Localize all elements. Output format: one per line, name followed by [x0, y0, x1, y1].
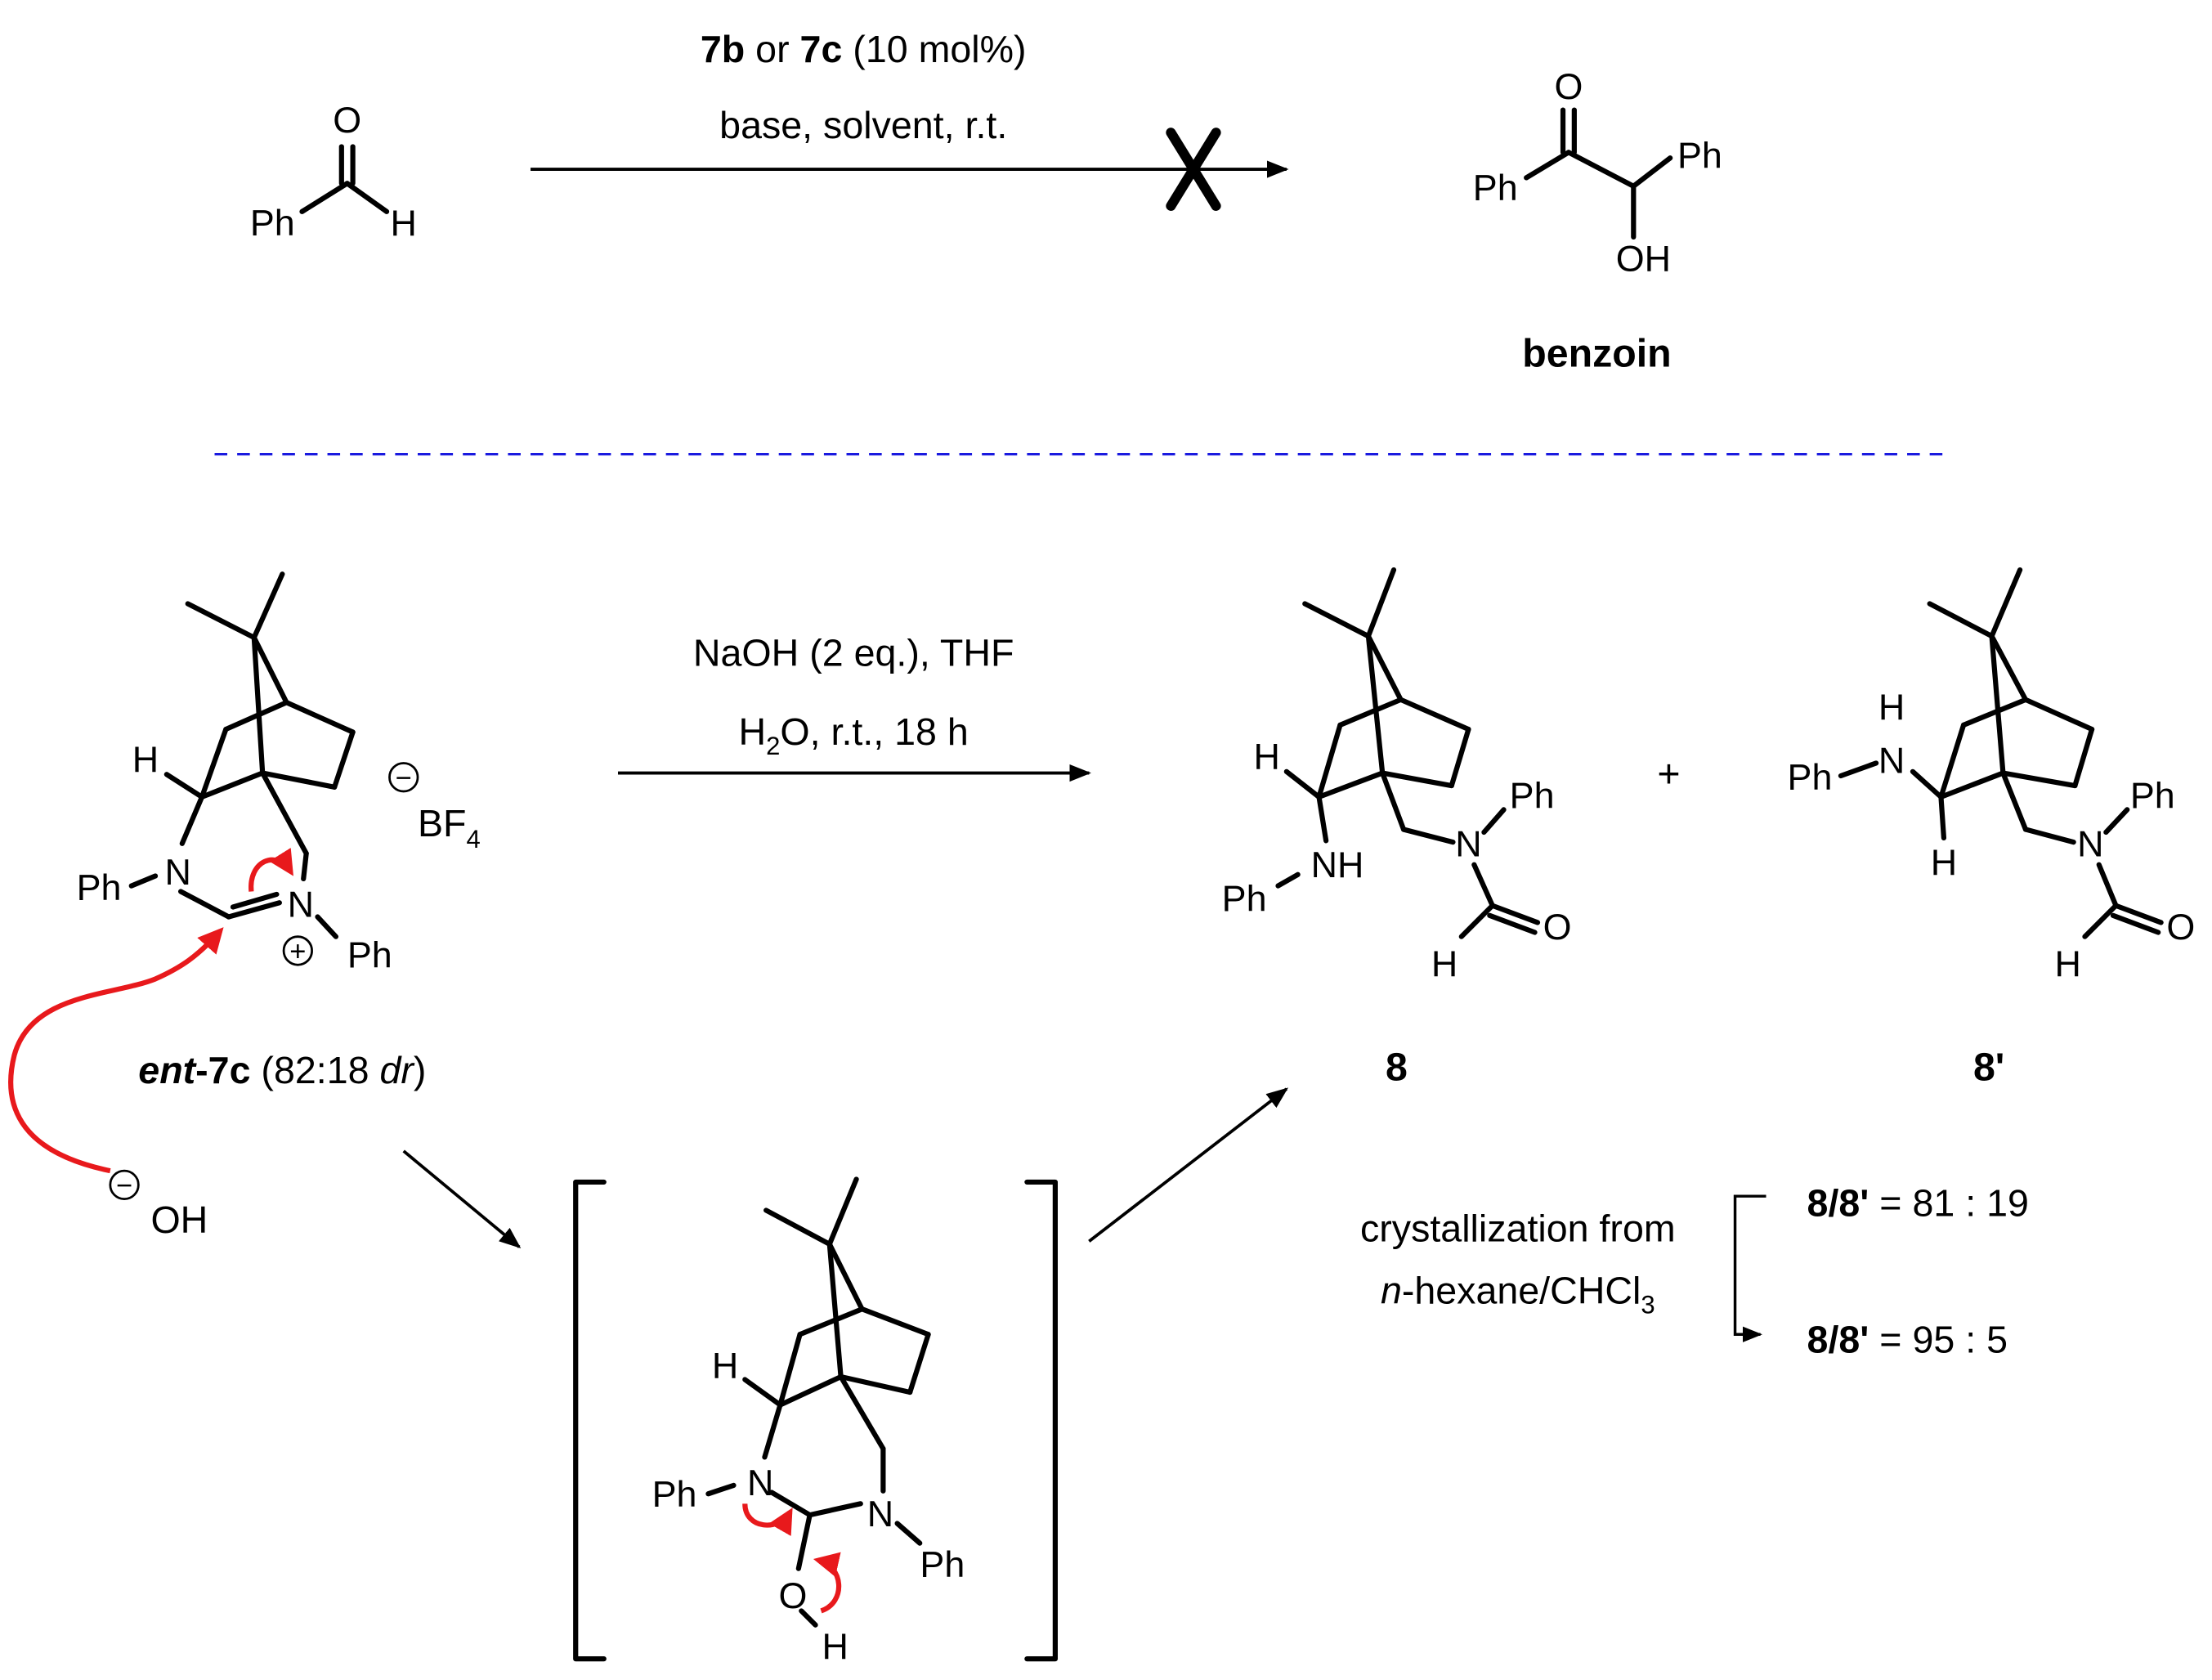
- benzaldehyde-h-label: H: [391, 202, 417, 244]
- p8-ch-label: H: [1431, 943, 1458, 984]
- benzoin-label: benzoin: [1522, 332, 1671, 376]
- p8p-o-label: O: [2166, 906, 2195, 948]
- top-conditions-line2: base, solvent, r.t.: [719, 104, 1007, 146]
- hydroxide-minus-charge: −: [116, 1170, 132, 1201]
- ent-7c-h-label: H: [132, 738, 159, 780]
- p8p-ph-n-label: Ph: [2130, 775, 2175, 817]
- int-h-label: H: [712, 1345, 738, 1387]
- arrow-to-intermediate: [402, 1149, 522, 1248]
- crystallization-line1: crystallization from: [1360, 1207, 1676, 1249]
- bottom-conditions-line1: NaOH (2 eq.), THF: [693, 631, 1014, 674]
- int-n-right: N: [867, 1493, 893, 1534]
- benzoin-structure: O Ph Ph OH: [1473, 65, 1722, 280]
- no-reaction-cross: [1166, 128, 1221, 211]
- p8-compound-label: 8: [1386, 1046, 1408, 1090]
- benzaldehyde-structure: O Ph H: [250, 99, 417, 244]
- plus-charge: +: [289, 936, 306, 967]
- p8p-ch-label: H: [2055, 943, 2081, 984]
- top-conditions: 7b or 7c (10 mol%) base, solvent, r.t.: [701, 28, 1027, 146]
- p8p-h-label: H: [1931, 841, 1957, 883]
- ent-7c-ph-left: Ph: [77, 867, 122, 908]
- ent-7c-n-left: N: [164, 851, 190, 893]
- ent-7c-ph-right: Ph: [347, 934, 392, 976]
- ent-7c-n-right: N: [288, 884, 314, 925]
- benzoin-ph-left: Ph: [1473, 167, 1518, 208]
- crystallization-info: crystallization from n-hexane/CHCl3 8/8'…: [1360, 1181, 2029, 1360]
- ratio-before: 8/8' = 81 : 19: [1807, 1181, 2029, 1224]
- p8p-n-nh-label: N: [1878, 740, 1905, 782]
- p8p-hn-h-label: H: [1878, 686, 1905, 728]
- crystallization-bracket-arrow: [1733, 1194, 1766, 1342]
- int-o-label: O: [778, 1575, 807, 1616]
- iminium-red-arrow: [249, 848, 293, 892]
- plus-charge-circle: [282, 935, 313, 966]
- benzaldehyde-ph-label: Ph: [250, 202, 295, 244]
- p8p-ph-nh-label: Ph: [1788, 756, 1833, 798]
- int-oh-h-label: H: [822, 1625, 849, 1667]
- product-8prime-structure: H N Ph H N Ph O H: [1788, 567, 2195, 984]
- bf4-minus-charge: −: [396, 763, 412, 794]
- crystallization-line2: n-hexane/CHCl3: [1381, 1269, 1655, 1319]
- hydroxide-red-arrow: [8, 927, 224, 1174]
- hydroxide-minus-circle: [109, 1169, 140, 1201]
- benzaldehyde-o-label: O: [333, 99, 361, 141]
- ent-7c-label: ent-7c (82:18 dr): [138, 1049, 426, 1091]
- hydroxide: − OH: [8, 927, 224, 1241]
- p8-ph-n-label: Ph: [1510, 775, 1555, 817]
- bottom-conditions: NaOH (2 eq.), THF H2O, r.t., 18 h: [693, 631, 1014, 760]
- p8prime-compound-label: 8': [1973, 1046, 2004, 1090]
- benzoin-o-label: O: [1554, 65, 1583, 107]
- p8-nh-label: NH: [1311, 844, 1364, 885]
- intermediate-brackets: [573, 1179, 1058, 1662]
- p8p-n-label: N: [2077, 822, 2103, 864]
- p8-h-label: H: [1253, 735, 1279, 777]
- plus-sign: +: [1657, 752, 1680, 796]
- int-n-left: N: [747, 1462, 773, 1503]
- int-ph-right: Ph: [920, 1543, 965, 1585]
- catalyst-line: 7b or 7c (10 mol%): [701, 28, 1027, 70]
- int-red-arrow-n: [742, 1503, 793, 1536]
- intermediate-structure: H N Ph N Ph O H: [652, 1176, 965, 1667]
- ratio-after: 8/8' = 95 : 5: [1807, 1319, 2008, 1361]
- benzoin-ph-right: Ph: [1677, 134, 1722, 176]
- bf4-counterion: BF4: [418, 802, 481, 853]
- hydroxide-label: OH: [150, 1198, 208, 1241]
- p8-ph-nh-label: Ph: [1222, 878, 1267, 920]
- bf4-minus-circle: [388, 762, 419, 793]
- p8-o-label: O: [1543, 906, 1572, 948]
- int-ph-left: Ph: [652, 1473, 697, 1515]
- arrow-from-intermediate: [1088, 1087, 1288, 1243]
- benzoin-oh-label: OH: [1616, 237, 1671, 279]
- product-8-structure: H NH Ph N Ph O H: [1222, 567, 1572, 984]
- bottom-conditions-line2: H2O, r.t., 18 h: [738, 710, 968, 760]
- ent-7c-structure: H N Ph N Ph + − BF4: [77, 571, 481, 976]
- int-red-arrow-oh: [813, 1552, 842, 1614]
- p8-n-label: N: [1455, 822, 1481, 864]
